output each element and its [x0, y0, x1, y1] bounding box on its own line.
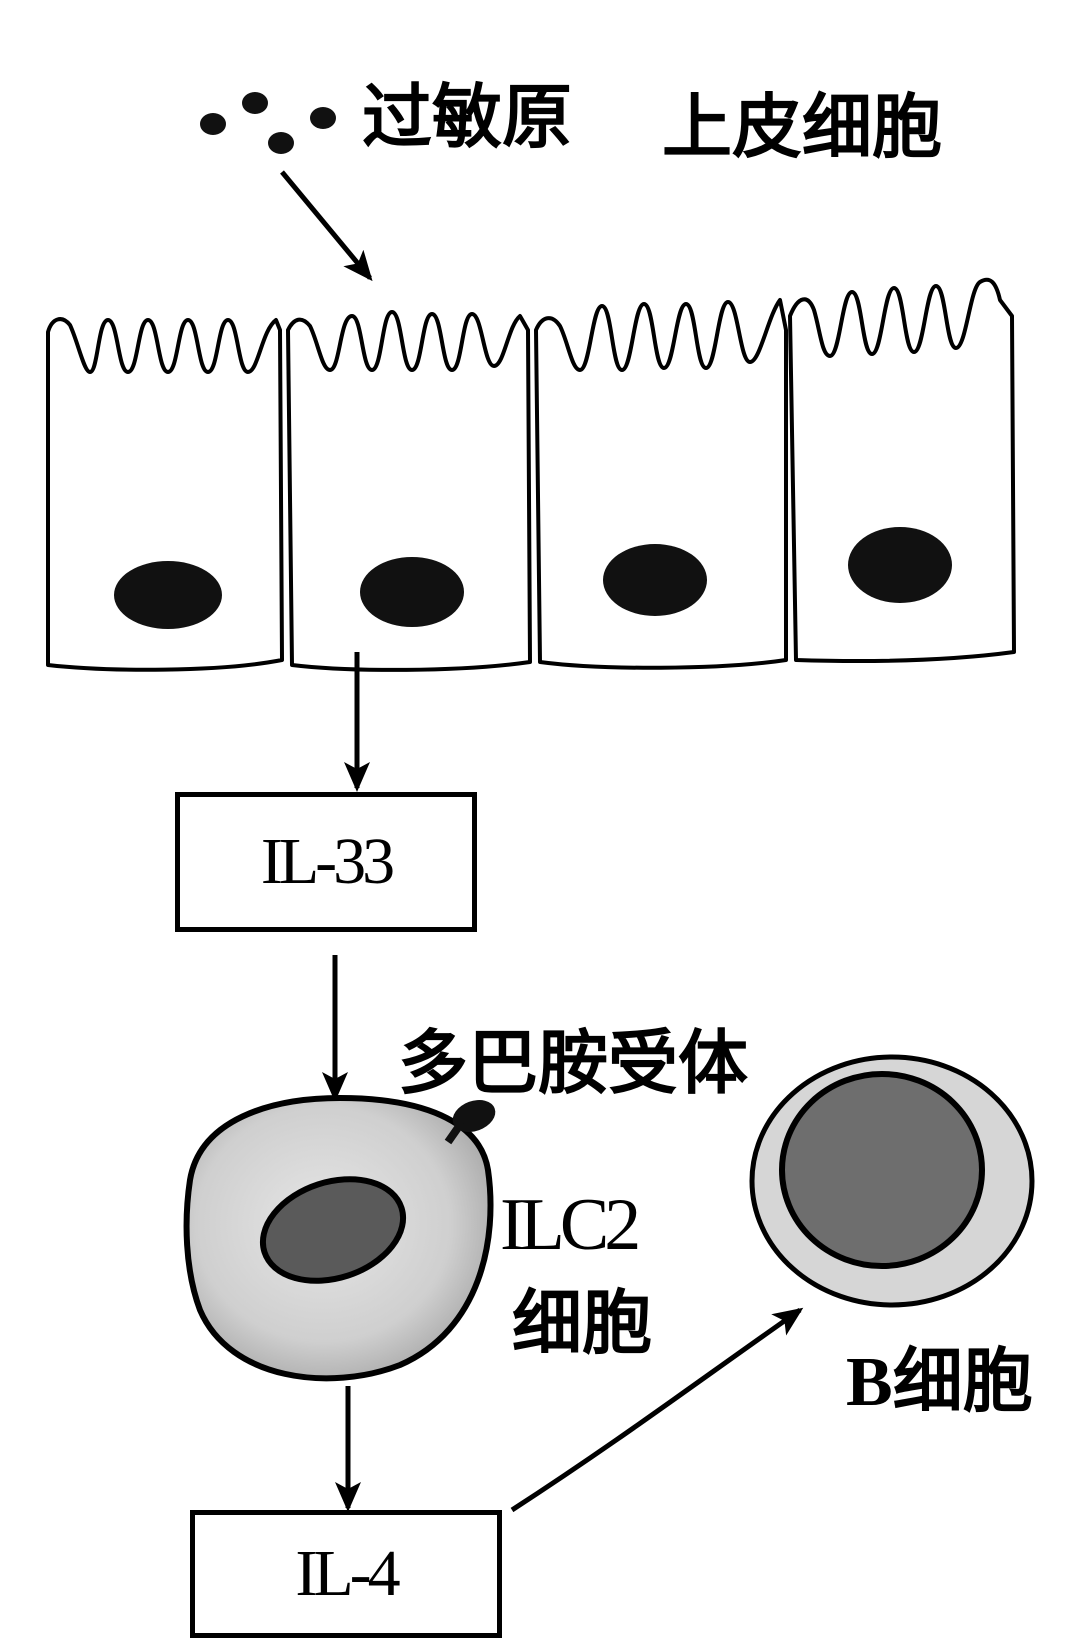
nucleus-2: [360, 557, 464, 627]
dopamine-receptor-label: 多巴胺受体: [398, 1022, 748, 1104]
ilc2-cell-label: 细胞: [512, 1282, 652, 1364]
allergen-particles: [200, 92, 336, 154]
nucleus-1: [114, 561, 222, 629]
epithelial-nuclei: [114, 527, 952, 629]
nucleus-4: [848, 527, 952, 603]
b-cell: [749, 1054, 1035, 1308]
b-cell-nucleus: [779, 1071, 985, 1269]
ilc2-cell: [183, 1094, 494, 1382]
ilc2-label: ILC2: [500, 1184, 641, 1266]
epithelial-cell-layer: [46, 277, 1016, 672]
il4-label: IL-4: [295, 1537, 400, 1610]
epithelial-cell-1: [46, 317, 284, 672]
b-cell-label: B细胞: [846, 1344, 1033, 1421]
il4-to-bcell-arrow: [510, 1307, 804, 1513]
allergen-arrow: [280, 170, 373, 282]
il33-label: IL-33: [260, 825, 395, 898]
epithelial-cell-2: [286, 310, 532, 672]
epithelial-cell-label: 上皮细胞: [662, 86, 942, 168]
nucleus-3: [603, 544, 707, 616]
il33-box: IL-33: [175, 792, 477, 932]
ilc2-nucleus: [259, 1176, 407, 1284]
il4-box: IL-4: [190, 1510, 502, 1638]
allergen-label: 过敏原: [362, 76, 572, 158]
epithelial-cell-3: [534, 298, 788, 670]
dopamine-receptor-marker: [444, 1100, 496, 1145]
epithelial-cell-4: [788, 277, 1016, 664]
